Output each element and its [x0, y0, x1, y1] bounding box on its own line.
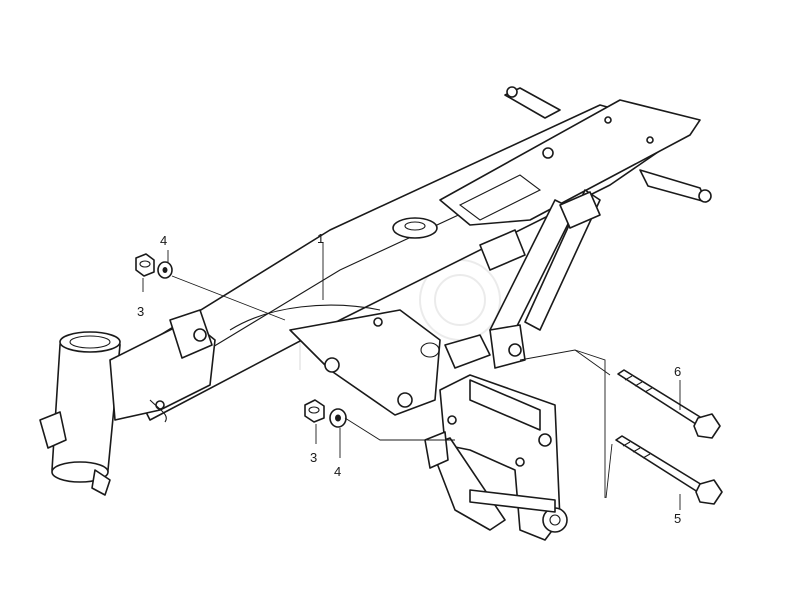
- washer-left: [157, 261, 173, 279]
- callout-washer-left: 4: [160, 233, 167, 248]
- pivot-bracket: [424, 374, 568, 541]
- callout-bolt-lower: 5: [674, 511, 681, 526]
- center-bracket: [229, 304, 526, 416]
- callout-nut-left: 3: [137, 304, 144, 319]
- head-tube: [39, 309, 216, 496]
- callout-nut-right: 3: [310, 450, 317, 465]
- callout-washer-right: 4: [334, 464, 341, 479]
- callout-frame: 1: [317, 231, 324, 246]
- main-frame: [119, 86, 712, 421]
- leader-lines: [142, 243, 681, 510]
- washer-right: [329, 408, 347, 428]
- nut-right: [304, 399, 325, 423]
- callout-bolt-upper: 6: [674, 364, 681, 379]
- bolt-upper: [617, 369, 721, 439]
- nut-left: [135, 253, 155, 277]
- bolt-lower: [615, 435, 723, 505]
